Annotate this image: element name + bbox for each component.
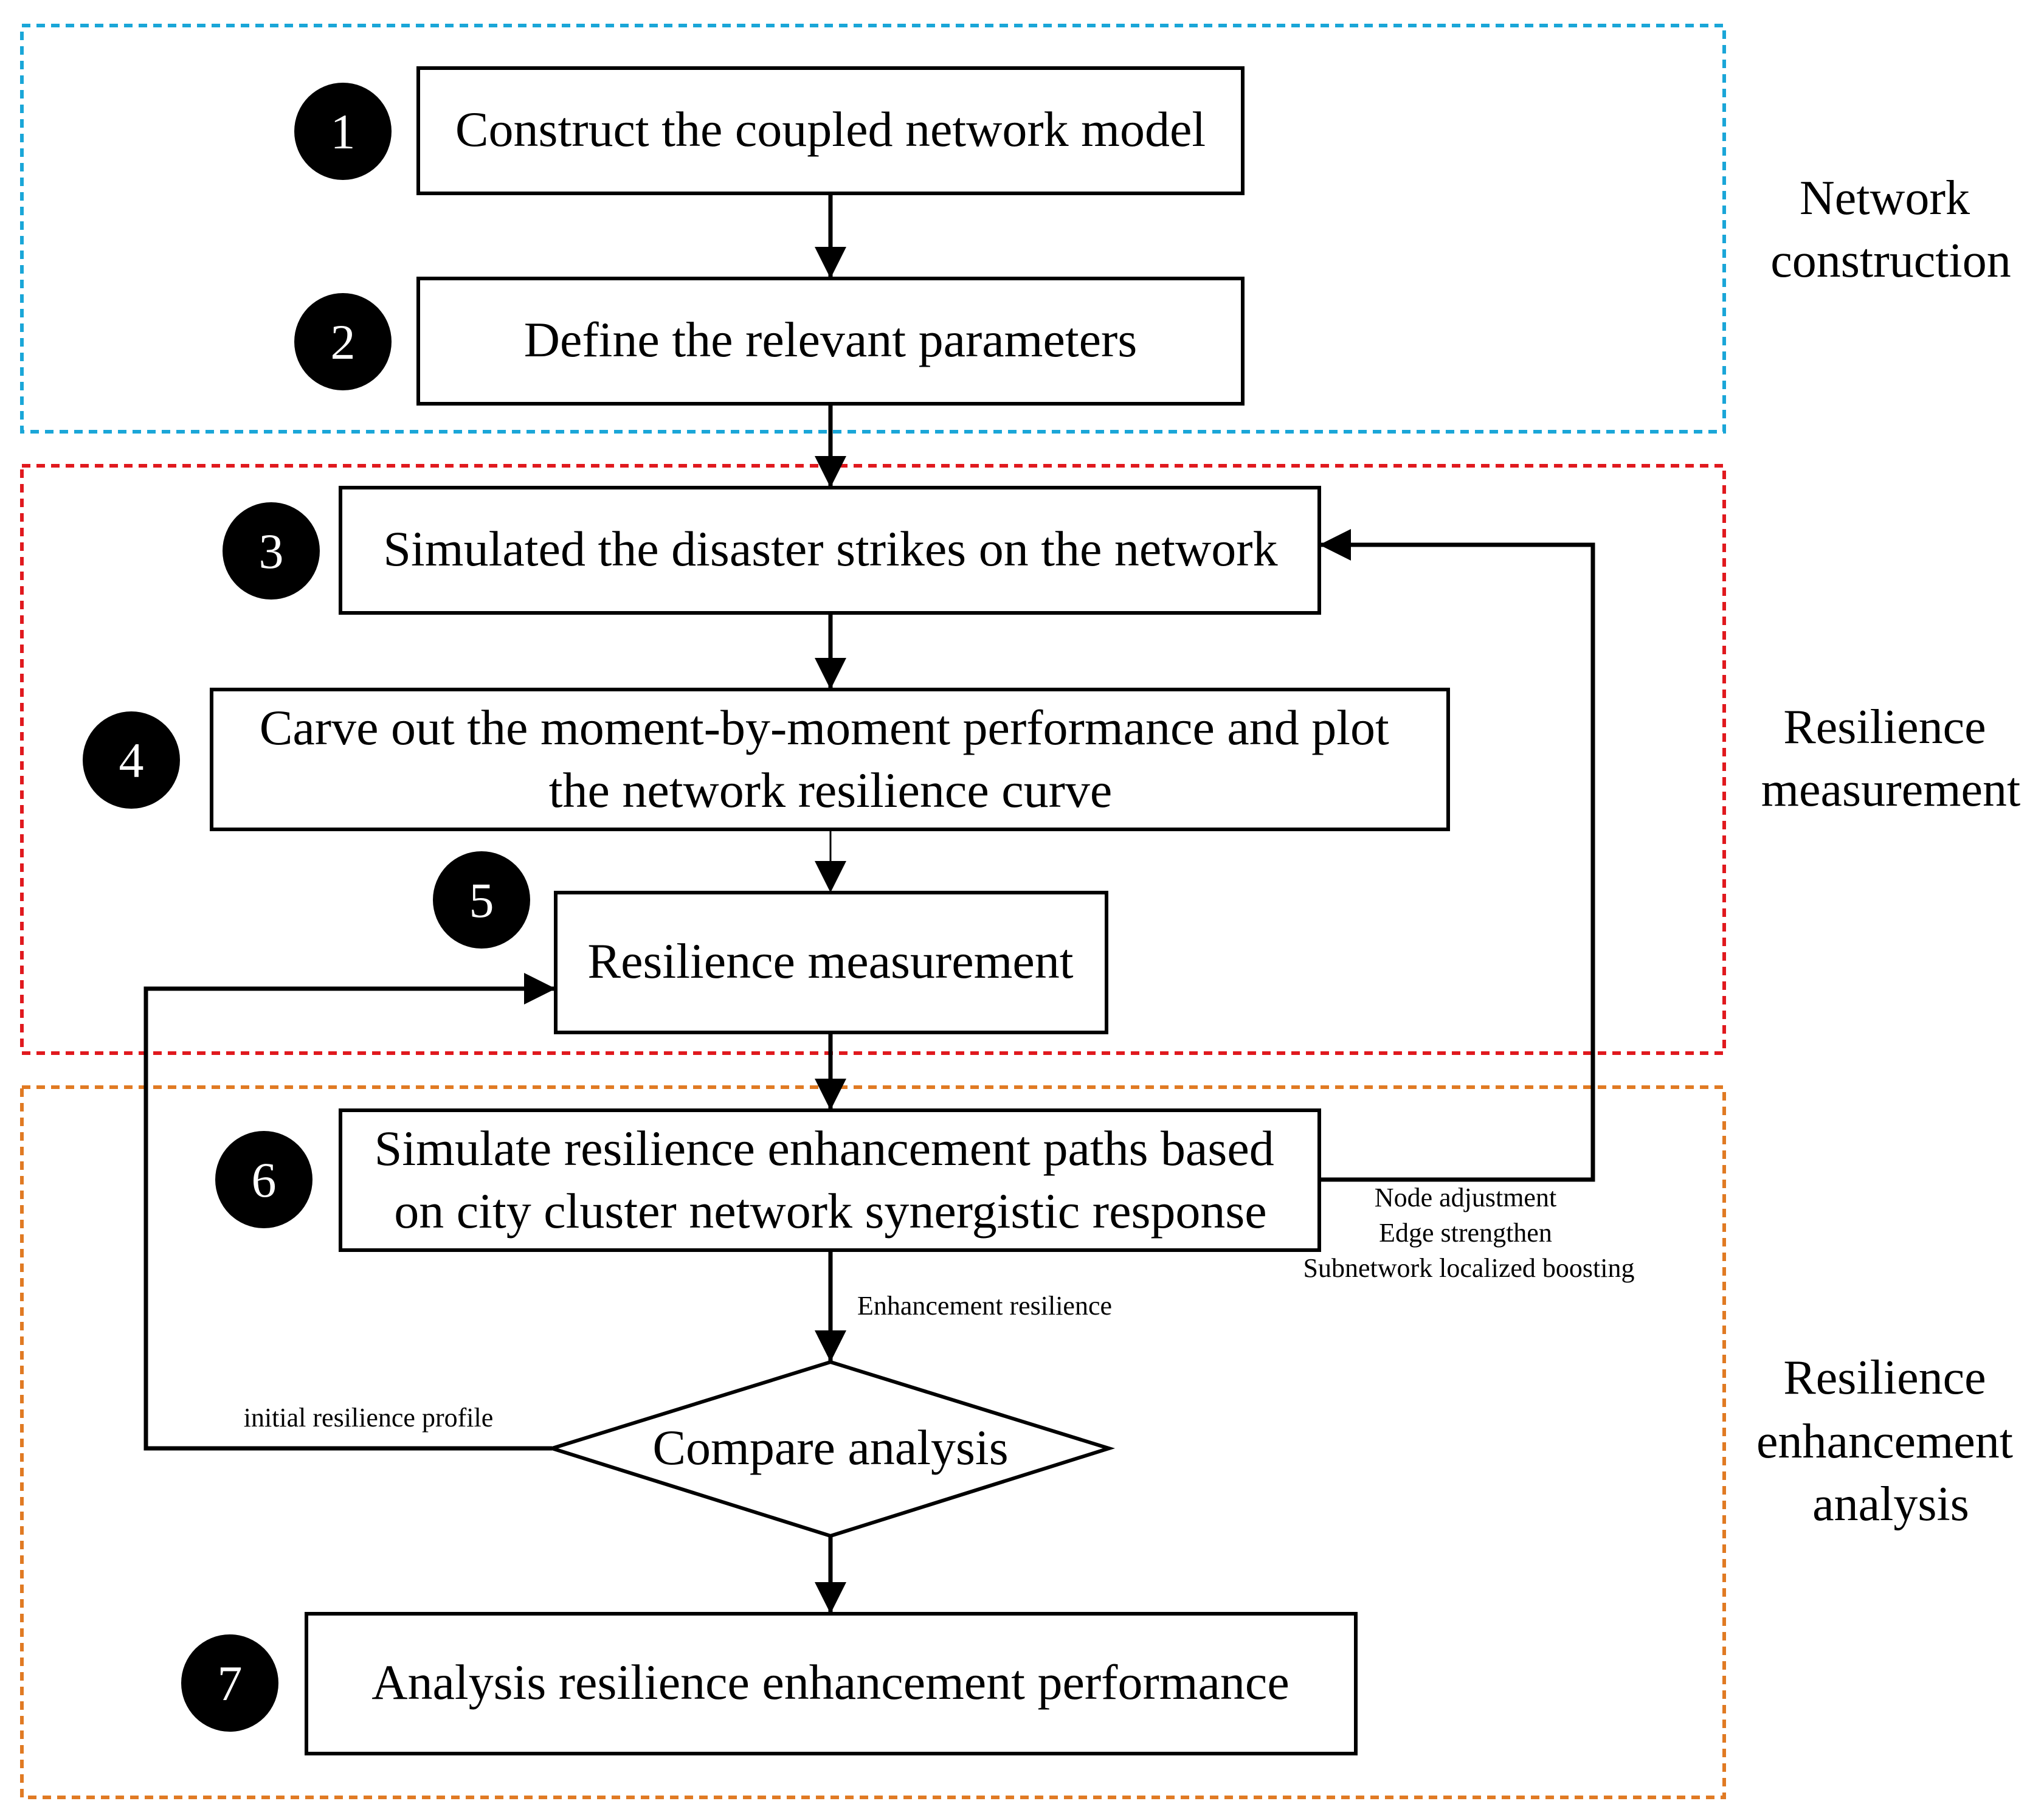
compare-analysis-decision: Compare analysis	[545, 1360, 1116, 1538]
enhancement-analysis-label: Resilience enhancement analysis	[1756, 1351, 2025, 1531]
step-3-text: Simulated the disaster strikes on the ne…	[383, 521, 1277, 576]
resilience-measurement-label: Resilience measurement	[1761, 700, 2020, 817]
step-4-badge: 4	[83, 711, 180, 809]
step-6-text: Simulate resilience enhancement paths ba…	[375, 1121, 1287, 1239]
arrow-feedback-6-to-3	[1319, 529, 1595, 1182]
step-6-badge: 6	[215, 1131, 312, 1228]
svg-text:1: 1	[331, 104, 356, 159]
step-2-text: Define the relevant parameters	[524, 312, 1138, 367]
step-7-badge: 7	[181, 1634, 278, 1732]
step-3-box: Simulated the disaster strikes on the ne…	[339, 486, 1321, 615]
step-5-badge: 5	[433, 851, 530, 949]
svg-text:7: 7	[218, 1656, 243, 1711]
step-7-text: Analysis resilience enhancement performa…	[371, 1654, 1289, 1710]
compare-analysis-text: Compare analysis	[652, 1420, 1008, 1475]
step-1-text: Construct the coupled network model	[455, 102, 1206, 157]
step-5-text: Resilience measurement	[587, 933, 1073, 989]
step-6-box: Simulate resilience enhancement paths ba…	[339, 1108, 1321, 1252]
step-1-badge: 1	[294, 83, 392, 180]
step-7-box: Analysis resilience enhancement performa…	[305, 1612, 1358, 1755]
initial-resilience-profile-label: initial resilience profile	[244, 1403, 494, 1433]
step-1-box: Construct the coupled network model	[416, 66, 1245, 195]
svg-text:5: 5	[469, 873, 494, 928]
step-2-badge: 2	[294, 293, 392, 390]
step-3-badge: 3	[223, 502, 320, 600]
resilience-measurement-frame	[20, 464, 1726, 1055]
step-2-box: Define the relevant parameters	[416, 277, 1245, 406]
enhancement-analysis-frame	[20, 1085, 1726, 1799]
enhancement-resilience-label: Enhancement resilience	[857, 1291, 1112, 1321]
svg-text:6: 6	[252, 1152, 277, 1208]
svg-text:4: 4	[119, 733, 144, 788]
arrow-decision-to-5	[143, 973, 556, 1451]
network-construction-frame	[20, 24, 1726, 434]
step-4-text: Carve out the moment-by-moment performan…	[260, 700, 1402, 818]
step-5-box: Resilience measurement	[554, 891, 1108, 1034]
network-construction-label: Network construction	[1770, 171, 2011, 288]
svg-text:3: 3	[259, 524, 284, 579]
feedback-labels: Node adjustment Edge strengthen Subnetwo…	[1303, 1183, 1634, 1283]
svg-text:2: 2	[331, 314, 356, 370]
step-4-box: Carve out the moment-by-moment performan…	[210, 688, 1450, 831]
